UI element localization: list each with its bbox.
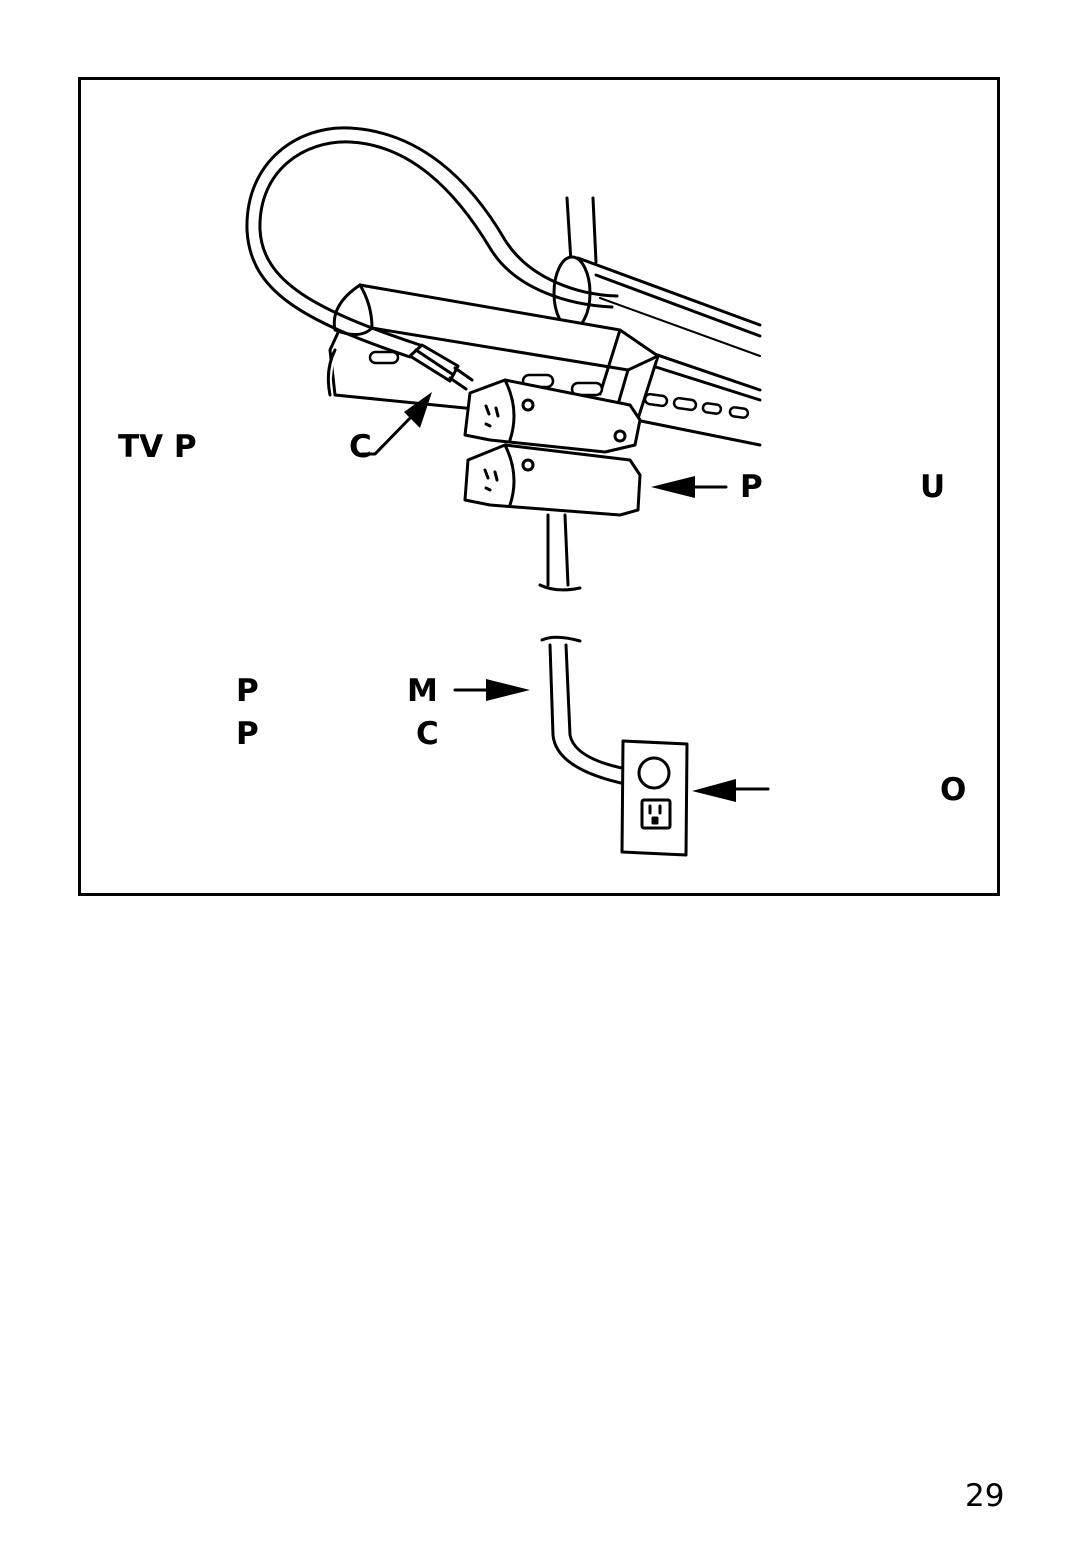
label-o-right: O <box>940 772 967 808</box>
arrow-to-wall-outlet-head <box>692 779 736 802</box>
label-u-right: U <box>920 469 946 505</box>
mount-pole <box>565 196 598 264</box>
page-number: 29 <box>965 1478 1005 1514</box>
wall-outlet <box>620 739 689 857</box>
tv-plug <box>408 343 474 391</box>
channel-slots <box>368 350 604 397</box>
arrow-to-channel-head <box>404 392 432 428</box>
label-c-mid: C <box>416 716 439 752</box>
strip-cord-lower <box>540 635 634 787</box>
arrow-to-channel <box>360 413 415 456</box>
arrows <box>360 392 770 802</box>
label-p-mid2: P <box>236 716 259 752</box>
rail-slots <box>643 392 750 419</box>
label-c-top: C <box>349 429 372 465</box>
outlet-module-upper <box>463 378 642 454</box>
label-tv-p: TV P <box>118 429 197 465</box>
tv-power-cord <box>245 126 619 359</box>
arrow-to-cord-head <box>486 679 530 701</box>
label-p-mid1: P <box>236 673 259 709</box>
label-p-right: P <box>740 469 763 505</box>
figure-frame <box>78 77 1000 896</box>
label-m-mid: M <box>407 673 438 709</box>
strip-cord-upper <box>538 513 582 592</box>
arrow-to-outlet-module-head <box>651 476 695 498</box>
outlet-module-lower <box>463 443 642 517</box>
